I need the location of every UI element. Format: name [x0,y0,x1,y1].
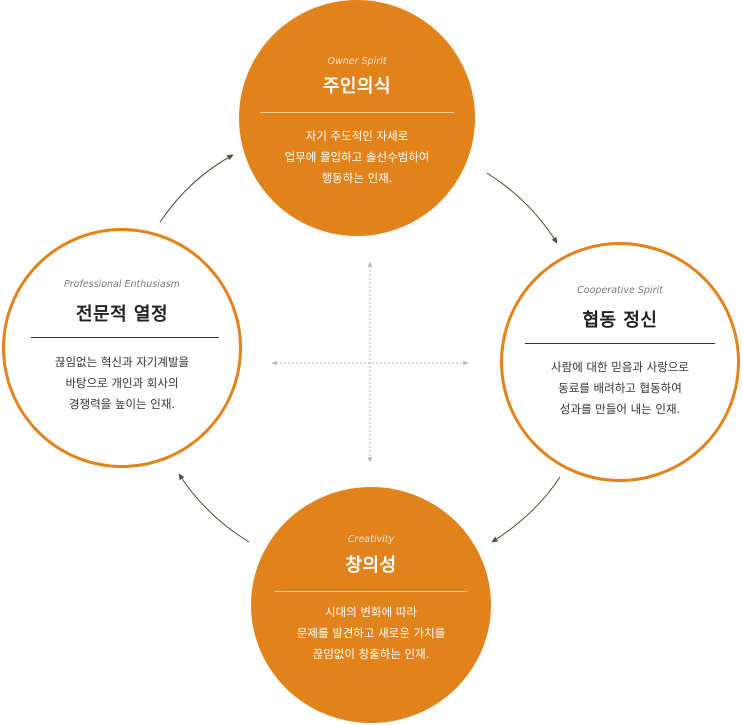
cooperative-spirit-divider [525,343,715,344]
creativity-divider [275,591,467,592]
owner-spirit-description: 자기 주도적인 자세로 업무에 몰입하고 솔선수범하여 행동하는 인재. [284,129,430,185]
professional-enthusiasm-description: 끊임없는 혁신과 자기계발을 바탕으로 개인과 회사의 경쟁력을 높이는 인재. [54,355,190,411]
arrow-right-to-bottom [491,476,561,543]
professional-enthusiasm-card: Professional Enthusiasm 전문적 열정 끊임없는 혁신과 … [2,228,242,468]
professional-enthusiasm-divider [31,337,219,338]
owner-spirit-card: Owner Spirit 주인의식 자기 주도적인 자세로 업무에 몰입하고 솔… [239,0,475,236]
professional-enthusiasm-subtitle: Professional Enthusiasm [64,279,180,290]
professional-enthusiasm-title: 전문적 열정 [75,304,169,325]
creativity-description: 시대의 변화에 따라 문제를 발견하고 새로운 가치를 끊임없이 창출하는 인재… [296,605,446,661]
owner-spirit-title: 주인의식 [322,76,392,97]
creativity-subtitle: Creativity [347,534,395,545]
cooperative-spirit-title: 협동 정신 [582,310,658,331]
arrow-bottom-to-left [178,473,250,543]
creativity-title: 창의성 [345,555,397,576]
creativity-card: Creativity 창의성 시대의 변화에 따라 문제를 발견하고 새로운 가… [251,487,491,723]
cooperative-spirit-card: Cooperative Spirit 협동 정신 사람에 대한 믿음과 사랑으로… [500,242,740,482]
owner-spirit-subtitle: Owner Spirit [327,56,387,67]
owner-spirit-divider [260,112,454,113]
arrow-left-to-top [159,154,234,223]
arrow-top-to-right [486,172,558,244]
cooperative-spirit-description: 사람에 대한 믿음과 사랑으로 동료를 배려하고 협동하여 성과를 만들어 내는… [551,360,689,416]
cooperative-spirit-subtitle: Cooperative Spirit [577,285,663,296]
